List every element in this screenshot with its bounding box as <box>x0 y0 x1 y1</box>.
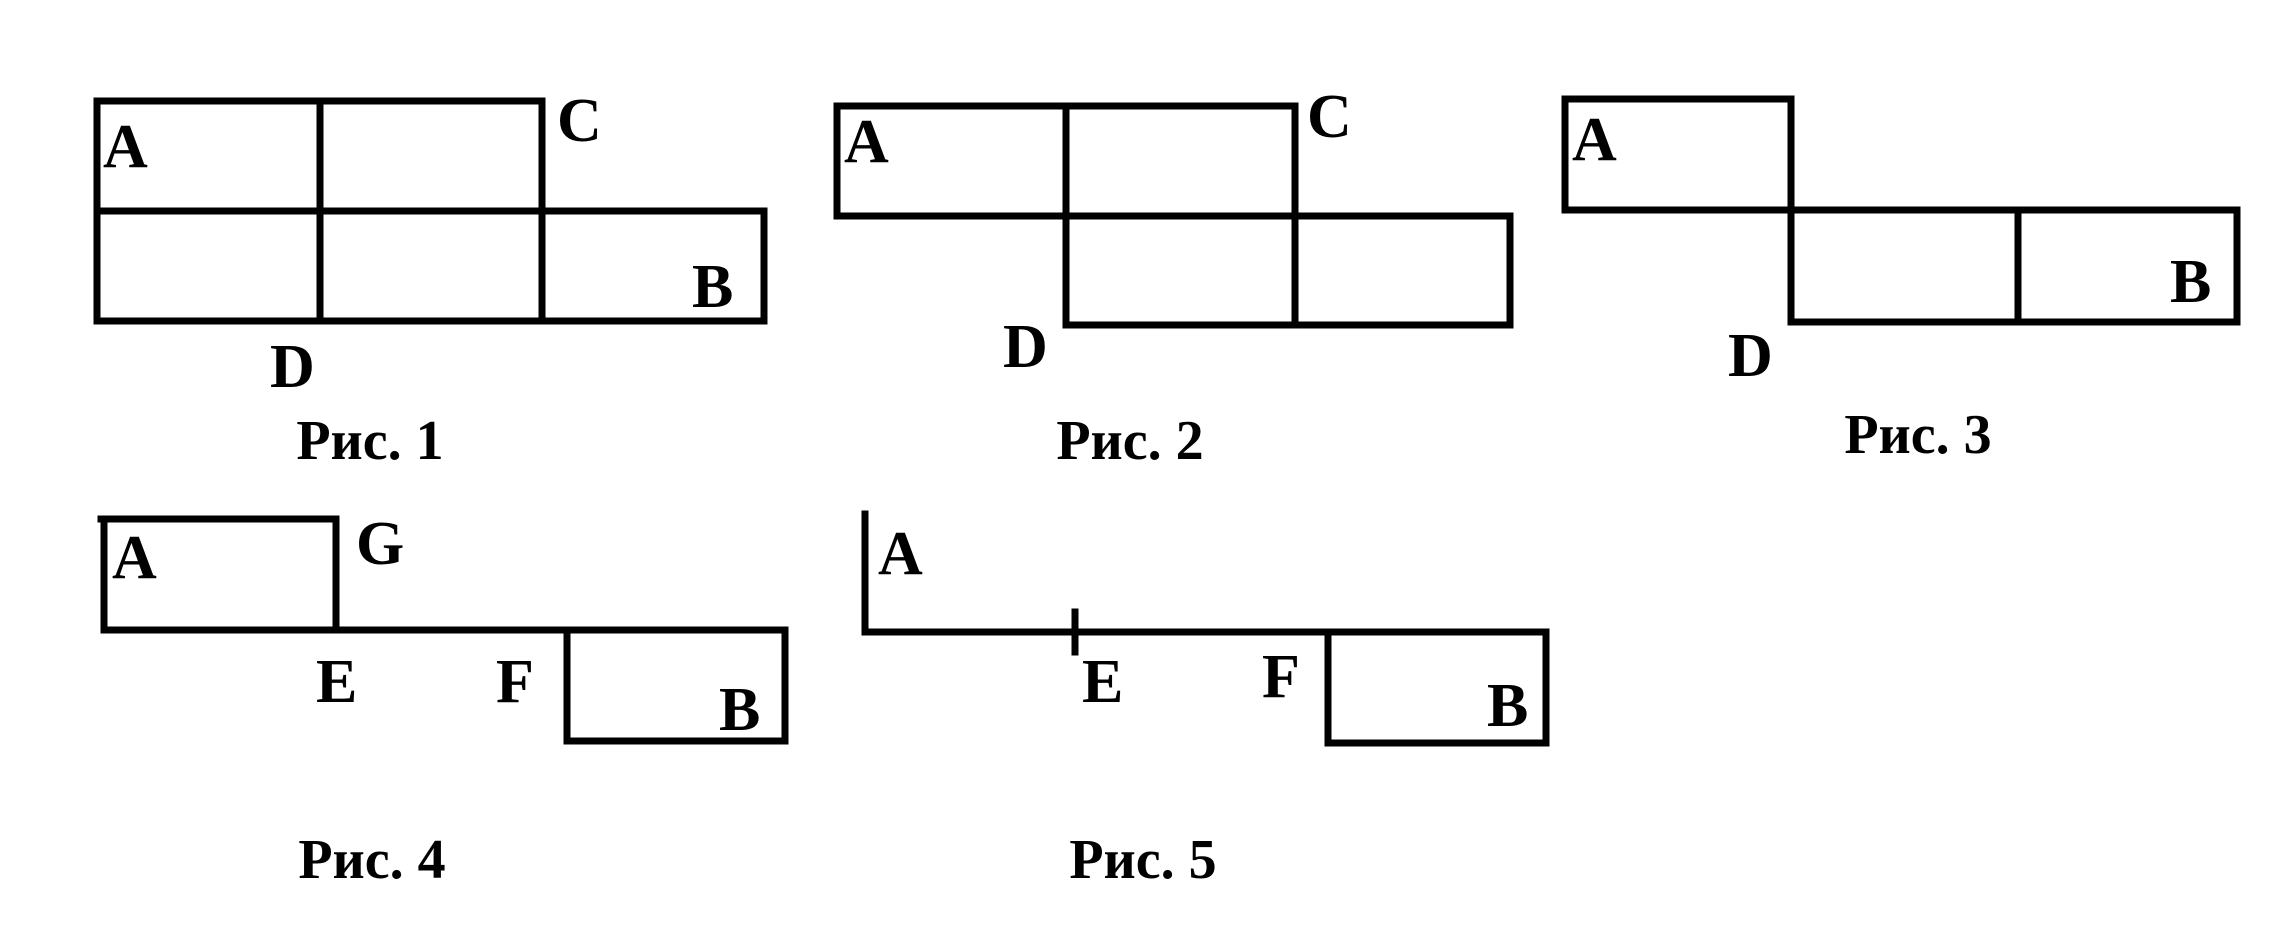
figure-4-label-b: B <box>719 676 760 744</box>
figure-4-label-a: A <box>112 524 157 592</box>
figure-1-caption: Рис. 1 <box>296 410 443 472</box>
figure-1-label-d: D <box>270 333 315 401</box>
figure-3-grid <box>1561 95 2241 326</box>
figure-5-grid <box>861 510 1550 747</box>
figure-4-label-g: G <box>356 510 404 578</box>
figure-4-label-e: E <box>316 648 357 716</box>
figure-4: A G E F B Рис. 4 <box>97 510 789 891</box>
figure-2: A C D Рис. 2 <box>833 83 1514 472</box>
figure-1-grid <box>93 97 768 325</box>
figure-4-label-f: F <box>496 648 534 716</box>
figure-2-grid <box>833 102 1514 329</box>
figure-2-caption: Рис. 2 <box>1056 410 1203 472</box>
figure-4-grid <box>97 515 789 745</box>
figure-5-label-a: A <box>878 520 923 588</box>
figure-1-label-b: B <box>692 253 733 321</box>
figure-3: A B D Рис. 3 <box>1561 95 2241 466</box>
figure-2-label-a: A <box>844 108 889 176</box>
figure-5-label-e: E <box>1082 648 1123 716</box>
figure-1: A C B D Рис. 1 <box>93 87 768 472</box>
figure-1-label-c: C <box>557 87 602 155</box>
figure-5-caption: Рис. 5 <box>1069 829 1216 891</box>
figure-2-label-d: D <box>1003 313 1048 381</box>
figure-3-label-b: B <box>2170 248 2211 316</box>
figure-3-caption: Рис. 3 <box>1844 404 1991 466</box>
figure-3-label-a: A <box>1572 106 1617 174</box>
figure-5-label-b: B <box>1487 672 1528 740</box>
figure-1-label-a: A <box>103 113 148 181</box>
figure-4-caption: Рис. 4 <box>298 829 445 891</box>
figure-5-label-f: F <box>1262 643 1300 711</box>
figure-5: A E F B Рис. 5 <box>861 510 1550 891</box>
figure-2-label-c: C <box>1307 83 1352 151</box>
figure-3-label-d: D <box>1728 322 1773 390</box>
